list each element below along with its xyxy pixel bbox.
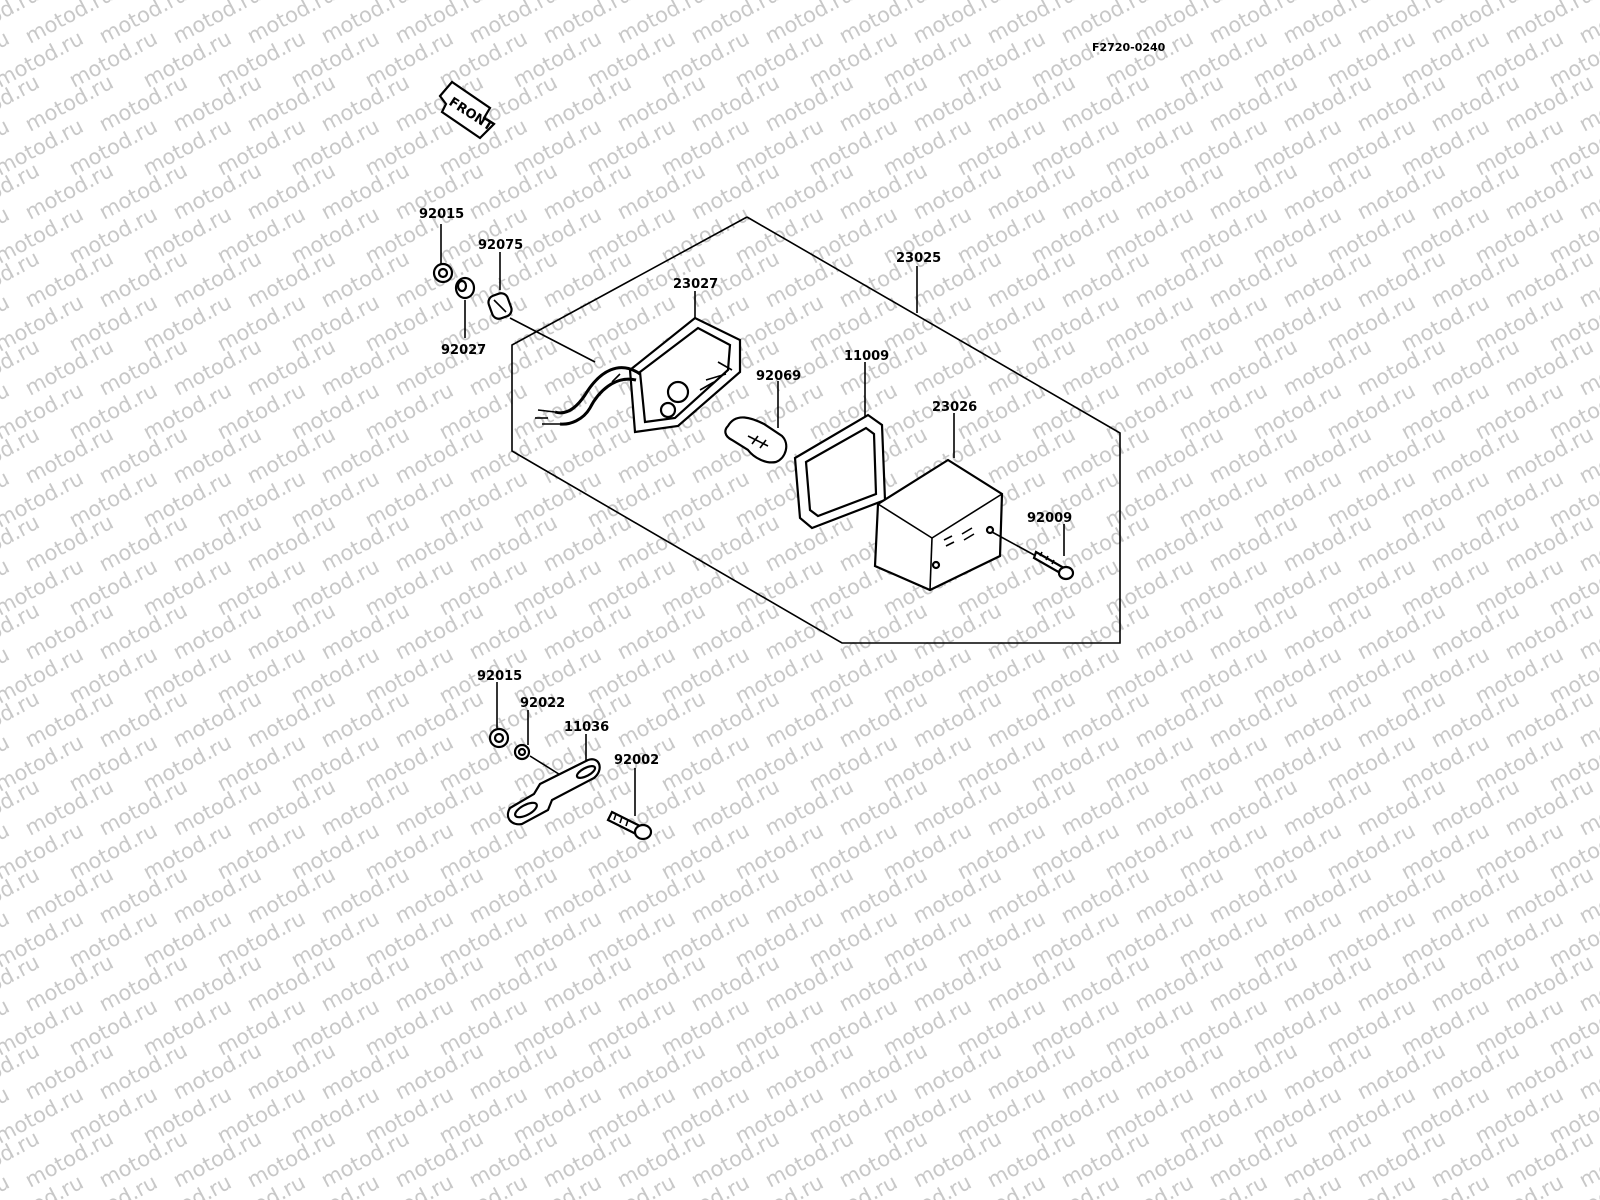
label-92015-upper: 92015	[419, 207, 464, 222]
assembly-outline	[511, 216, 1121, 644]
gasket-11009	[793, 362, 887, 530]
label-92075: 92075	[478, 238, 523, 253]
lamp-base-23027	[535, 291, 742, 434]
grommet-92075	[487, 252, 596, 363]
label-92015-lower: 92015	[477, 669, 522, 684]
nut-92015-upper	[432, 224, 454, 284]
label-23026: 23026	[932, 400, 977, 415]
watermark-text: motod.ru	[0, 1170, 13, 1200]
label-92069: 92069	[756, 369, 801, 384]
label-23027: 23027	[673, 277, 718, 292]
collar-92027	[454, 276, 476, 338]
bulb-92069	[724, 381, 788, 464]
label-11036: 11036	[564, 720, 609, 735]
bracket-11036	[506, 734, 601, 826]
label-92027: 92027	[441, 343, 486, 358]
nut-92015-lower	[488, 682, 510, 749]
bolt-92002	[606, 768, 653, 841]
washer-92022	[513, 710, 531, 761]
lens-23026	[873, 413, 1004, 592]
label-92009: 92009	[1027, 511, 1072, 526]
label-11009: 11009	[844, 349, 889, 364]
label-92002: 92002	[614, 753, 659, 768]
label-92022: 92022	[520, 696, 565, 711]
diagram-code: F2720-0240	[1092, 41, 1166, 54]
label-23025: 23025	[896, 251, 941, 266]
screw-92009	[991, 524, 1075, 581]
part-labels: 92015 92075 92027 23027 23025 11009 9206…	[419, 207, 1072, 768]
